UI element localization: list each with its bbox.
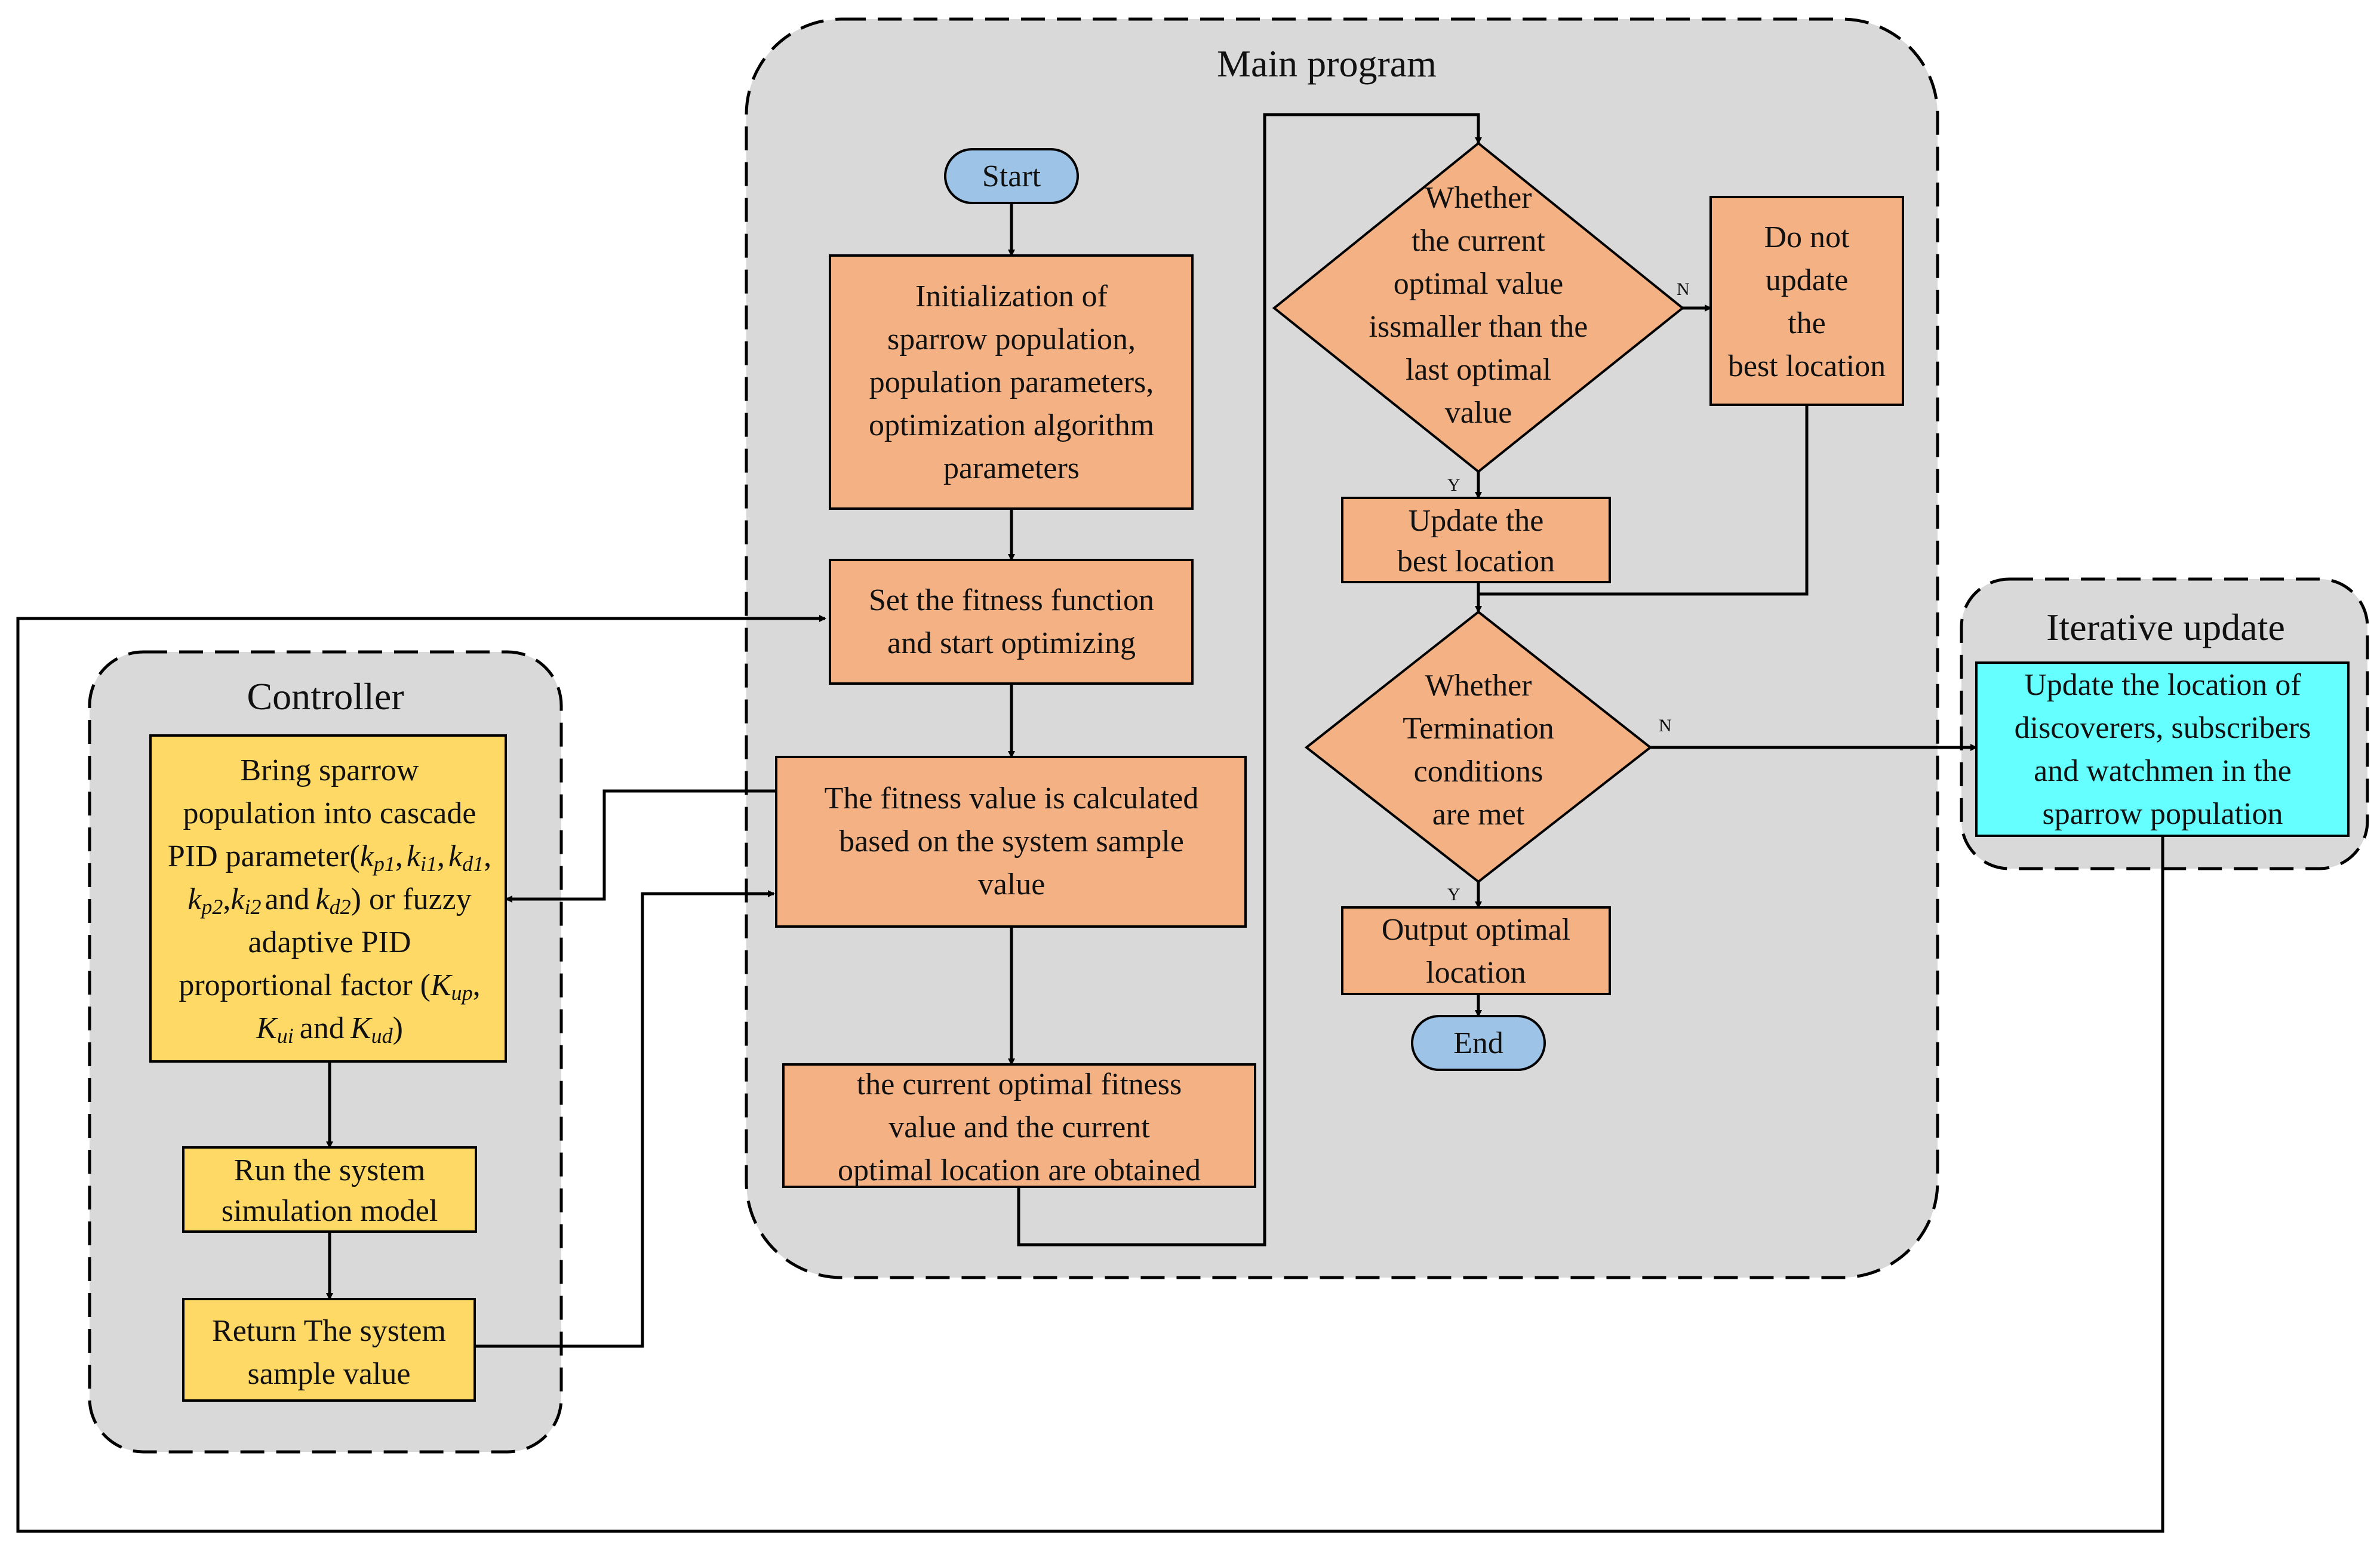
edge-currentopt-compare	[1017, 113, 1482, 1247]
termination-decision: Whether Termination conditions are met	[1304, 610, 1653, 884]
return-sample-line: sample value	[248, 1357, 411, 1391]
current-optimal-line: value and the current	[888, 1110, 1150, 1144]
fitness-function-node: Set the fitness function and start optim…	[829, 559, 1194, 685]
init-node: Initialization of sparrow population, po…	[829, 254, 1194, 510]
compare-line: value	[1445, 396, 1512, 430]
edge-noupdate-merge	[1478, 405, 1809, 596]
fitness-calc-line: value	[978, 867, 1046, 901]
bring-line-2: population into cascade	[183, 796, 476, 830]
compare-line: last optimal	[1406, 353, 1551, 387]
current-optimal-node: the current optimal fitness value and th…	[782, 1063, 1256, 1188]
fitness-calc-line: The fitness value is calculated	[825, 781, 1199, 815]
run-simulation-node: Run the system simulation model	[182, 1146, 477, 1233]
run-simulation-line: Run the system	[234, 1153, 426, 1187]
main-program-title: Main program	[1217, 42, 1437, 85]
end-label: End	[1453, 1026, 1503, 1060]
run-simulation-line: simulation model	[222, 1194, 438, 1228]
termination-yes-label: Y	[1447, 885, 1460, 904]
return-sample-node: Return The system sample value	[182, 1298, 476, 1402]
output-line: location	[1426, 956, 1526, 990]
termination-line: Termination	[1403, 712, 1554, 746]
update-best-line: Update the	[1409, 504, 1544, 538]
edge-return-calc	[475, 890, 775, 1348]
compare-line: the current	[1412, 224, 1545, 258]
return-sample-line: Return The system	[212, 1314, 446, 1348]
termination-line: Whether	[1425, 669, 1532, 703]
no-update-line: update	[1766, 263, 1849, 297]
update-best-node: Update the best location	[1341, 497, 1611, 583]
compare-decision: Whether the current optimal value issmal…	[1272, 141, 1685, 473]
no-update-node: Do not update the best location	[1709, 196, 1904, 406]
bring-population-node: Bring sparrow population into cascade PI…	[149, 734, 507, 1063]
current-optimal-line: the current optimal fitness	[857, 1067, 1182, 1101]
output-line: Output optimal	[1382, 913, 1570, 947]
termination-line: are met	[1432, 798, 1525, 832]
no-update-line: the	[1788, 306, 1826, 340]
termination-line: conditions	[1414, 755, 1543, 789]
output-node: Output optimal location	[1341, 906, 1611, 995]
no-update-line: best location	[1728, 349, 1886, 383]
init-line: optimization algorithm	[869, 408, 1154, 442]
no-update-line: Do not	[1764, 220, 1850, 254]
end-node: End	[1411, 1015, 1546, 1071]
init-line: Initialization of	[915, 279, 1108, 313]
bring-line-6: proportional factor (Kup,	[179, 968, 480, 1005]
edge-calc-bring	[505, 789, 776, 903]
update-location-node: Update the location of discoverers, subs…	[1975, 661, 2350, 837]
update-best-line: best location	[1397, 544, 1555, 578]
bring-line-5: adaptive PID	[248, 925, 411, 959]
compare-line: optimal value	[1394, 267, 1563, 301]
fitness-function-line: Set the fitness function	[869, 583, 1154, 617]
fitness-function-line: and start optimizing	[887, 626, 1136, 660]
update-location-line: Update the location of	[2024, 668, 2301, 702]
iterative-update-title: Iterative update	[2046, 606, 2285, 648]
connectors	[16, 113, 2164, 1533]
compare-no-label: N	[1677, 279, 1690, 299]
bring-line-3: PID parameter(kp1,ki1,kd1,	[168, 839, 491, 876]
bring-line-1: Bring sparrow	[241, 753, 419, 787]
init-line: population parameters,	[869, 365, 1154, 399]
update-location-line: and watchmen in the	[2034, 754, 2292, 788]
fitness-calc-node: The fitness value is calculated based on…	[775, 756, 1247, 928]
compare-line: issmaller than the	[1369, 310, 1588, 344]
edge-iterative-loop	[16, 615, 2164, 1533]
start-label: Start	[982, 159, 1041, 193]
termination-no-label: N	[1659, 716, 1672, 735]
init-line: parameters	[943, 451, 1080, 485]
compare-yes-label: Y	[1447, 475, 1460, 495]
update-location-line: discoverers, subscribers	[2015, 711, 2311, 745]
update-location-line: sparrow population	[2043, 797, 2283, 831]
current-optimal-line: optimal location are obtained	[838, 1153, 1201, 1187]
init-line: sparrow population,	[887, 322, 1136, 356]
controller-title: Controller	[247, 675, 404, 718]
start-node: Start	[944, 148, 1079, 204]
compare-line: Whether	[1425, 181, 1532, 215]
fitness-calc-line: based on the system sample	[839, 824, 1184, 858]
